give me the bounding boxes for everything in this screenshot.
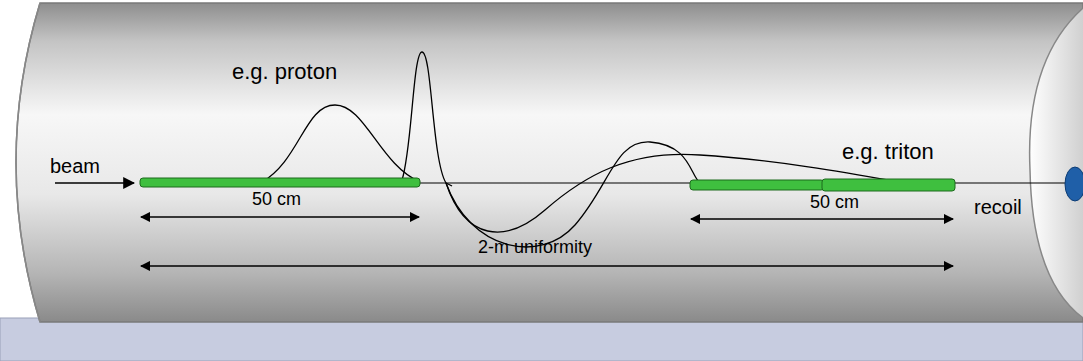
vertex	[446, 183, 452, 186]
dimension-line	[141, 216, 419, 217]
detector-array	[822, 179, 955, 191]
bore-left-rim	[16, 3, 40, 322]
solenoid-bore	[16, 3, 1083, 322]
bore-right-end	[1030, 8, 1083, 318]
dimension-arrows	[141, 217, 953, 266]
detector-label: recoil	[974, 196, 1022, 218]
triton-orbit-a	[446, 142, 700, 247]
particle-label: e.g. proton	[232, 60, 337, 84]
dimension-label: 50 cm	[810, 193, 859, 213]
detector-array	[690, 180, 824, 190]
particle-label: e.g. triton	[842, 140, 934, 164]
dimension-label: 2-m uniformity	[478, 238, 592, 258]
recoil-detector	[1065, 167, 1083, 201]
beam-arrow	[55, 182, 134, 184]
detector-array	[140, 178, 420, 187]
dimension-line	[141, 265, 953, 266]
floor-band	[0, 318, 1083, 361]
triton-orbit-b	[446, 154, 905, 232]
beam-label: beam	[50, 155, 100, 177]
dimension-label: 50 cm	[252, 190, 301, 210]
trajectories	[262, 52, 905, 247]
proton-orbit-fast	[402, 52, 446, 183]
proton-orbit	[262, 105, 420, 182]
dimension-line	[691, 218, 953, 219]
